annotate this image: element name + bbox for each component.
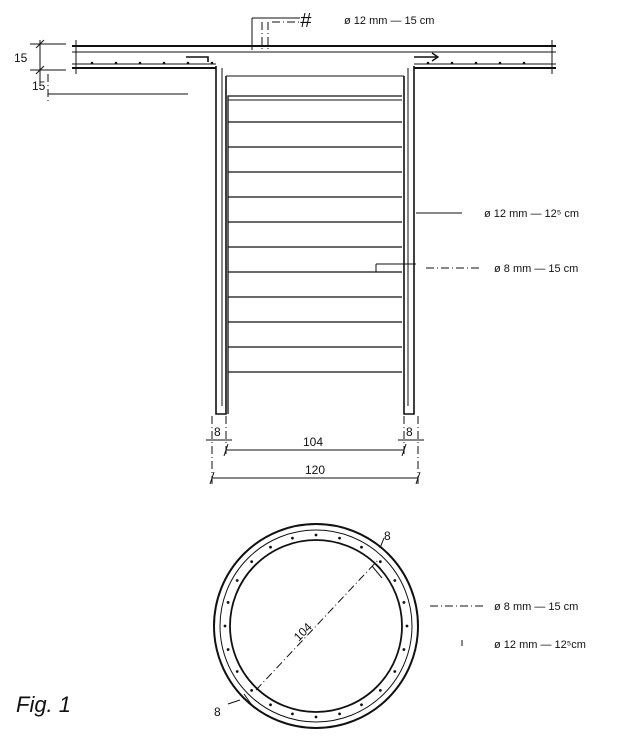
outer-width-label: 120 [305,463,325,477]
plan-wall-bottom-label: 8 [214,705,221,719]
plan-rebar-dot [314,533,318,537]
wall-right-label: 8 [406,425,413,439]
slab-thickness-dimension: 15 [14,39,66,86]
plan-rebar-dot [360,703,363,707]
plan-rebar-dot [226,601,230,604]
plan-rebar-dot [402,648,406,651]
drop-label: 15 [32,79,46,93]
plan-hoop-rebar-label: ø 8 mm — 15 cm [494,601,578,613]
plan-rebar-dot [393,579,397,582]
wall-left-label: 8 [214,425,221,439]
plan-rebar-dot [338,536,341,540]
top-rebar-callout: # ø 12 mm — 15 cm [251,10,434,50]
plan-rebar-dot [291,712,294,716]
hash-symbol: # [300,10,312,32]
hoop-rebar-label: ø 8 mm — 15 cm [494,263,578,275]
elevation-view: 15 15 # ø 12 mm — 15 cm [14,10,579,485]
plan-rebar-dot [378,560,382,564]
slab-rebar-dot [138,61,142,65]
slab-rebar-dot [186,61,190,65]
plan-rebar-dot [360,545,363,549]
plan-diameter-label: 104 [291,620,315,644]
slab-rebar-dot [426,61,430,65]
plan-vertical-rebar-label: ø 12 mm — 12⁵cm [494,639,586,651]
slab-rebar-dot [450,61,454,65]
inner-width-label: 104 [303,435,323,449]
slab-rebar-dot [498,61,502,65]
figure-caption: Fig. 1 [16,692,72,717]
width-dimensions: 8 8 104 120 [206,416,424,485]
slab-rebar-dot [114,61,118,65]
plan-rebar-dot [338,712,341,716]
slab-rebar-dot [522,61,526,65]
plan-rebar-dot [269,703,272,707]
top-rebar-label: ø 12 mm — 15 cm [344,15,434,27]
vertical-rebar-callout: ø 12 mm — 12⁵ cm [416,208,579,220]
slab-rebar-dots [90,61,526,65]
slab-thickness-label: 15 [14,51,28,65]
slab-rebar-dot [90,61,94,65]
plan-view: 8 8 104 ø 8 mm — 15 cm ø 12 mm — 12⁵cm [213,523,586,729]
hoop-rebar-callout: ø 8 mm — 15 cm [375,263,578,275]
vertical-rebar-label: ø 12 mm — 12⁵ cm [484,208,579,220]
hoop-bars [228,121,402,373]
plan-rebar-dot [405,624,409,628]
plan-rebar-dot [314,715,318,719]
plan-wall-top-label: 8 [384,529,391,543]
plan-rebar-dot [250,560,254,564]
plan-rebar-dot [378,688,382,692]
drop-dimension: 15 [32,74,188,102]
shaft [215,66,415,415]
plan-rebar-dot [291,536,294,540]
plan-rebar-dot [393,670,397,673]
plan-rebar-dot [223,624,227,628]
plan-rebar-dot [235,670,239,673]
slab-rebar-dot [474,61,478,65]
plan-rebar-dot [226,648,230,651]
plan-rebar-dot [269,545,272,549]
plan-rebar-dot [235,579,239,582]
plan-rebar-dot [402,601,406,604]
plan-rebar-dot [250,688,254,692]
slab-rebar-dot [162,61,166,65]
slab [72,40,556,74]
plan-rebar-dots [223,533,409,719]
slab-rebar-dot [210,61,214,65]
